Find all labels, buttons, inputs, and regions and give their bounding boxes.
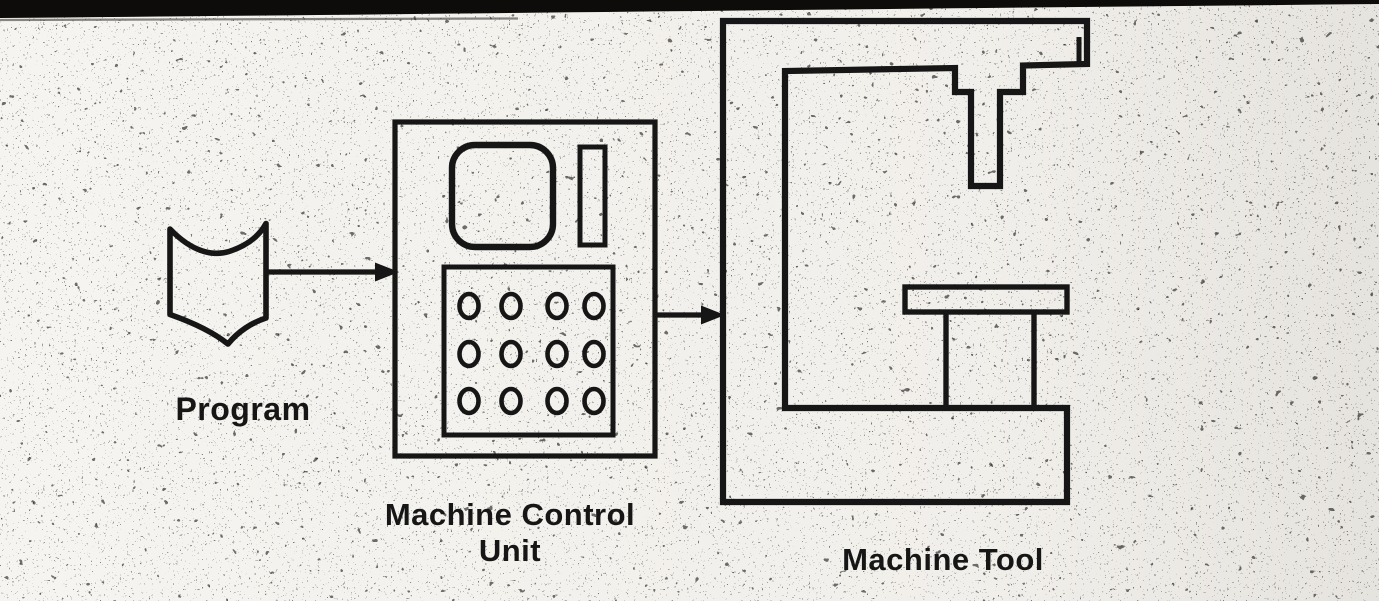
work-table [902, 284, 1070, 315]
keypad-button [545, 386, 569, 416]
arrowhead-icon [375, 262, 399, 282]
machine-frame-outline [719, 17, 1091, 506]
machine-tool-node: Machine Tool [719, 17, 1091, 577]
keypad-button [582, 291, 606, 321]
keypad-button [457, 291, 481, 321]
program-label: Program [175, 391, 310, 427]
program-node: Program [167, 220, 310, 427]
machine-tool-label: Machine Tool [842, 542, 1044, 577]
mcu-keypad [441, 264, 616, 438]
program-card-icon [167, 220, 269, 347]
mcu-node: Machine Control Unit [385, 119, 658, 568]
arrow-mcu-to-machine-tool [655, 305, 725, 325]
top-scan-band [0, 0, 1379, 22]
keypad-button [457, 386, 481, 416]
keypad-button [499, 339, 523, 369]
keypad-button [545, 291, 569, 321]
arrowhead-icon [701, 305, 725, 325]
mcu-label-line2: Unit [479, 533, 541, 568]
keypad-button [545, 339, 569, 369]
keypad-button [582, 386, 606, 416]
mcu-screen [448, 141, 557, 251]
mcu-slot [577, 144, 608, 248]
keypad-button [499, 291, 523, 321]
keypad-button [582, 339, 606, 369]
mcu-label-line1: Machine Control [385, 497, 635, 532]
arrow-program-to-mcu [266, 262, 399, 282]
mcu-cabinet [392, 119, 658, 459]
mcu-keypad-buttons [457, 291, 606, 416]
keypad-button [457, 339, 481, 369]
keypad-button [499, 386, 523, 416]
